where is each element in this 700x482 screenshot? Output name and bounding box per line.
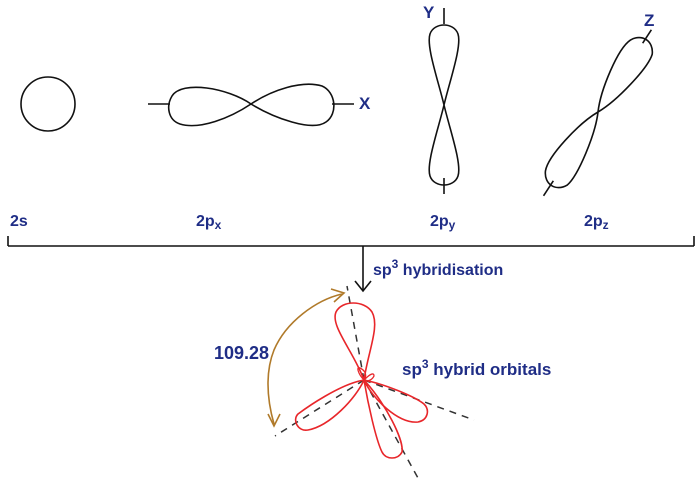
bond-angle-arrow [267,288,346,428]
2px-label: 2px [196,213,222,232]
2px-orbital [148,83,354,127]
hybridisation-text: hybridisation [398,262,504,279]
sp3-hybrid-orbitals [294,302,429,459]
hybrid-orbitals-label: sp3 hybrid orbitals [402,358,551,378]
z-axis-label: Z [644,11,655,30]
down-arrow-icon [354,246,372,293]
hybrid-lobe-down [362,377,403,459]
2s-orbital [20,76,76,132]
2py-label-subscript: y [448,218,456,232]
hybrid-lobe-right [362,378,429,423]
2pz-label: 2pz [584,213,609,232]
hybridisation-prefix: sp [373,262,392,279]
hybrid-orbitals-text: hybrid orbitals [428,360,552,379]
hybrid-orbitals-superscript: 3 [421,357,429,371]
2pz-label-base: 2p [584,213,603,230]
2pz-label-subscript: z [602,218,609,232]
2px-label-base: 2p [196,213,215,230]
y-axis-label: Y [423,3,435,22]
2py-orbital [428,8,460,194]
hybrid-lobe-up [334,302,376,381]
hybrid-lobe-left [294,378,366,431]
bracket [7,236,695,247]
2px-label-subscript: x [214,218,222,232]
bond-angle-label: 109.28 [214,343,270,363]
hybrid-orbitals-prefix: sp [402,360,422,379]
2s-label: 2s [10,213,28,230]
x-axis-label: X [359,94,371,113]
hybridisation-superscript: 3 [391,257,399,271]
2py-label-base: 2p [430,213,449,230]
hybridisation-label: sp3 hybridisation [373,258,503,279]
hybrid-small-lobes [357,367,375,382]
2py-label: 2py [430,213,456,232]
2pz-orbital [542,29,654,197]
